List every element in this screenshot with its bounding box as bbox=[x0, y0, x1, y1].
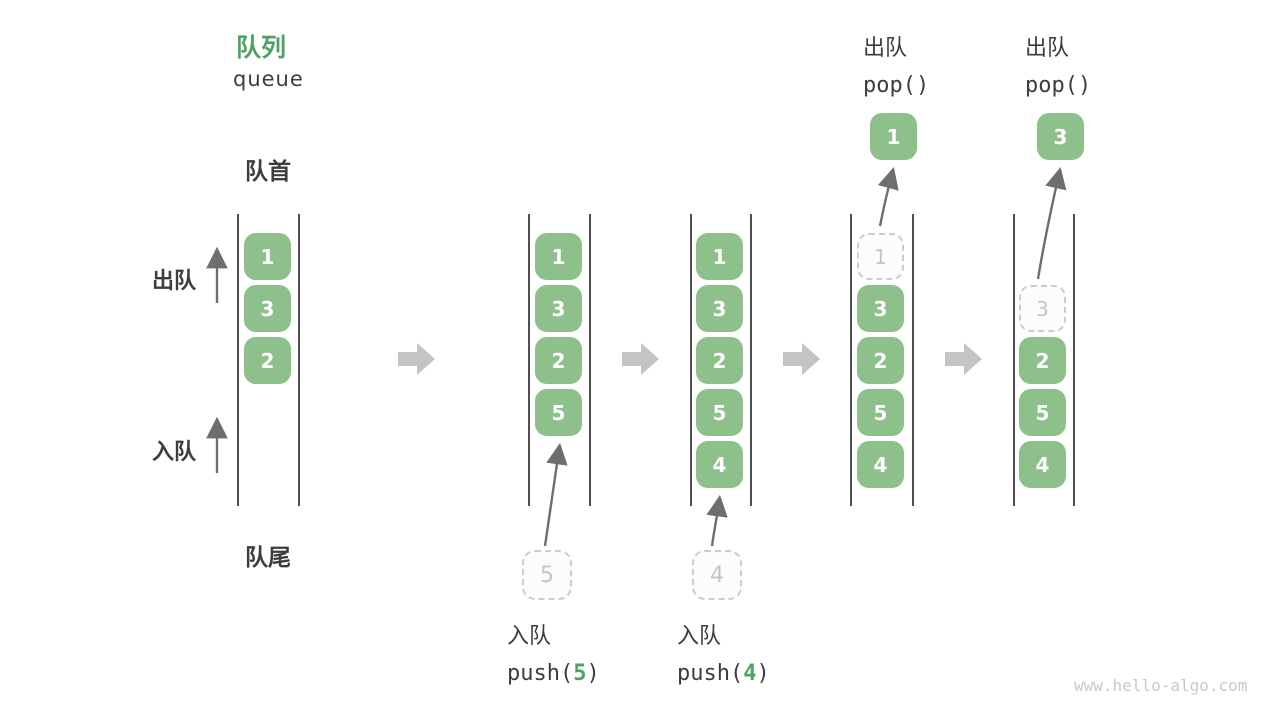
queue-item-box: 2 bbox=[1019, 337, 1066, 384]
push-code-label: push(5) bbox=[507, 661, 600, 686]
enqueue-side-label: 入队 bbox=[152, 440, 197, 465]
queue-item-box: 3 bbox=[696, 285, 743, 332]
pop-code-label: pop() bbox=[1025, 73, 1092, 98]
queue-item-box: 5 bbox=[535, 389, 582, 436]
queue-item-box: 1 bbox=[535, 233, 582, 280]
popped-ghost-box: 3 bbox=[1019, 285, 1066, 332]
transition-arrow-icon bbox=[622, 343, 659, 375]
pop-arrow-icon bbox=[877, 167, 899, 227]
transition-arrow-icon bbox=[945, 343, 982, 375]
queue-item-box: 4 bbox=[696, 441, 743, 488]
pop-operation-label-group: 出队 pop() bbox=[1025, 30, 1091, 98]
queue-item-box: 5 bbox=[1019, 389, 1066, 436]
pop-operation-label-group: 出队 pop() bbox=[863, 30, 929, 98]
queue-item-box: 2 bbox=[696, 337, 743, 384]
push-code-post: ) bbox=[586, 661, 600, 686]
diagram-title-zh: 队列 bbox=[236, 33, 287, 62]
queue-wall-line bbox=[589, 214, 591, 506]
popped-ghost-box: 1 bbox=[857, 233, 904, 280]
queue-item-box: 2 bbox=[857, 337, 904, 384]
push-arg: 4 bbox=[743, 661, 757, 686]
pop-arrow-icon bbox=[1036, 166, 1067, 280]
diagram-title-en: queue bbox=[233, 67, 304, 91]
push-operation-label-group: 入队 push(5) bbox=[507, 618, 600, 686]
queue-item-box: 3 bbox=[535, 285, 582, 332]
queue-wall-line bbox=[690, 214, 692, 506]
queue-item-box: 2 bbox=[535, 337, 582, 384]
push-operation-label-group: 入队 push(4) bbox=[677, 618, 770, 686]
queue-item-box: 3 bbox=[244, 285, 291, 332]
dequeue-op-label: 出队 bbox=[863, 36, 908, 61]
queue-rear-label: 队尾 bbox=[245, 545, 291, 571]
queue-item-box: 1 bbox=[696, 233, 743, 280]
push-code-post: ) bbox=[756, 661, 770, 686]
push-code-pre: push( bbox=[677, 661, 744, 686]
queue-item-box: 4 bbox=[857, 441, 904, 488]
enqueue-op-label: 入队 bbox=[677, 624, 722, 649]
popped-item-box: 1 bbox=[870, 113, 917, 160]
incoming-item-box: 5 bbox=[522, 550, 572, 600]
queue-wall-line bbox=[850, 214, 852, 506]
push-arg: 5 bbox=[573, 661, 587, 686]
queue-item-box: 2 bbox=[244, 337, 291, 384]
queue-wall-line bbox=[912, 214, 914, 506]
dequeue-op-label: 出队 bbox=[1025, 36, 1070, 61]
transition-arrow-icon bbox=[398, 343, 435, 375]
queue-item-box: 5 bbox=[696, 389, 743, 436]
watermark: www.hello-algo.com bbox=[1074, 676, 1248, 695]
dequeue-side-label: 出队 bbox=[152, 269, 197, 294]
queue-wall-line bbox=[237, 214, 239, 506]
popped-item-box: 3 bbox=[1037, 113, 1084, 160]
incoming-item-box: 4 bbox=[692, 550, 742, 600]
enqueue-op-label: 入队 bbox=[507, 624, 552, 649]
queue-wall-line bbox=[750, 214, 752, 506]
push-arrow-icon bbox=[543, 442, 568, 547]
queue-wall-line bbox=[298, 214, 300, 506]
queue-wall-line bbox=[1013, 214, 1015, 506]
queue-front-label: 队首 bbox=[245, 159, 291, 185]
push-code-label: push(4) bbox=[677, 661, 770, 686]
queue-wall-line bbox=[528, 214, 530, 506]
transition-arrow-icon bbox=[783, 343, 820, 375]
push-code-pre: push( bbox=[507, 661, 574, 686]
queue-wall-line bbox=[1073, 214, 1075, 506]
pop-code-label: pop() bbox=[863, 73, 930, 98]
queue-item-box: 3 bbox=[857, 285, 904, 332]
queue-item-box: 5 bbox=[857, 389, 904, 436]
queue-item-box: 4 bbox=[1019, 441, 1066, 488]
queue-item-box: 1 bbox=[244, 233, 291, 280]
push-arrow-icon bbox=[706, 494, 728, 547]
